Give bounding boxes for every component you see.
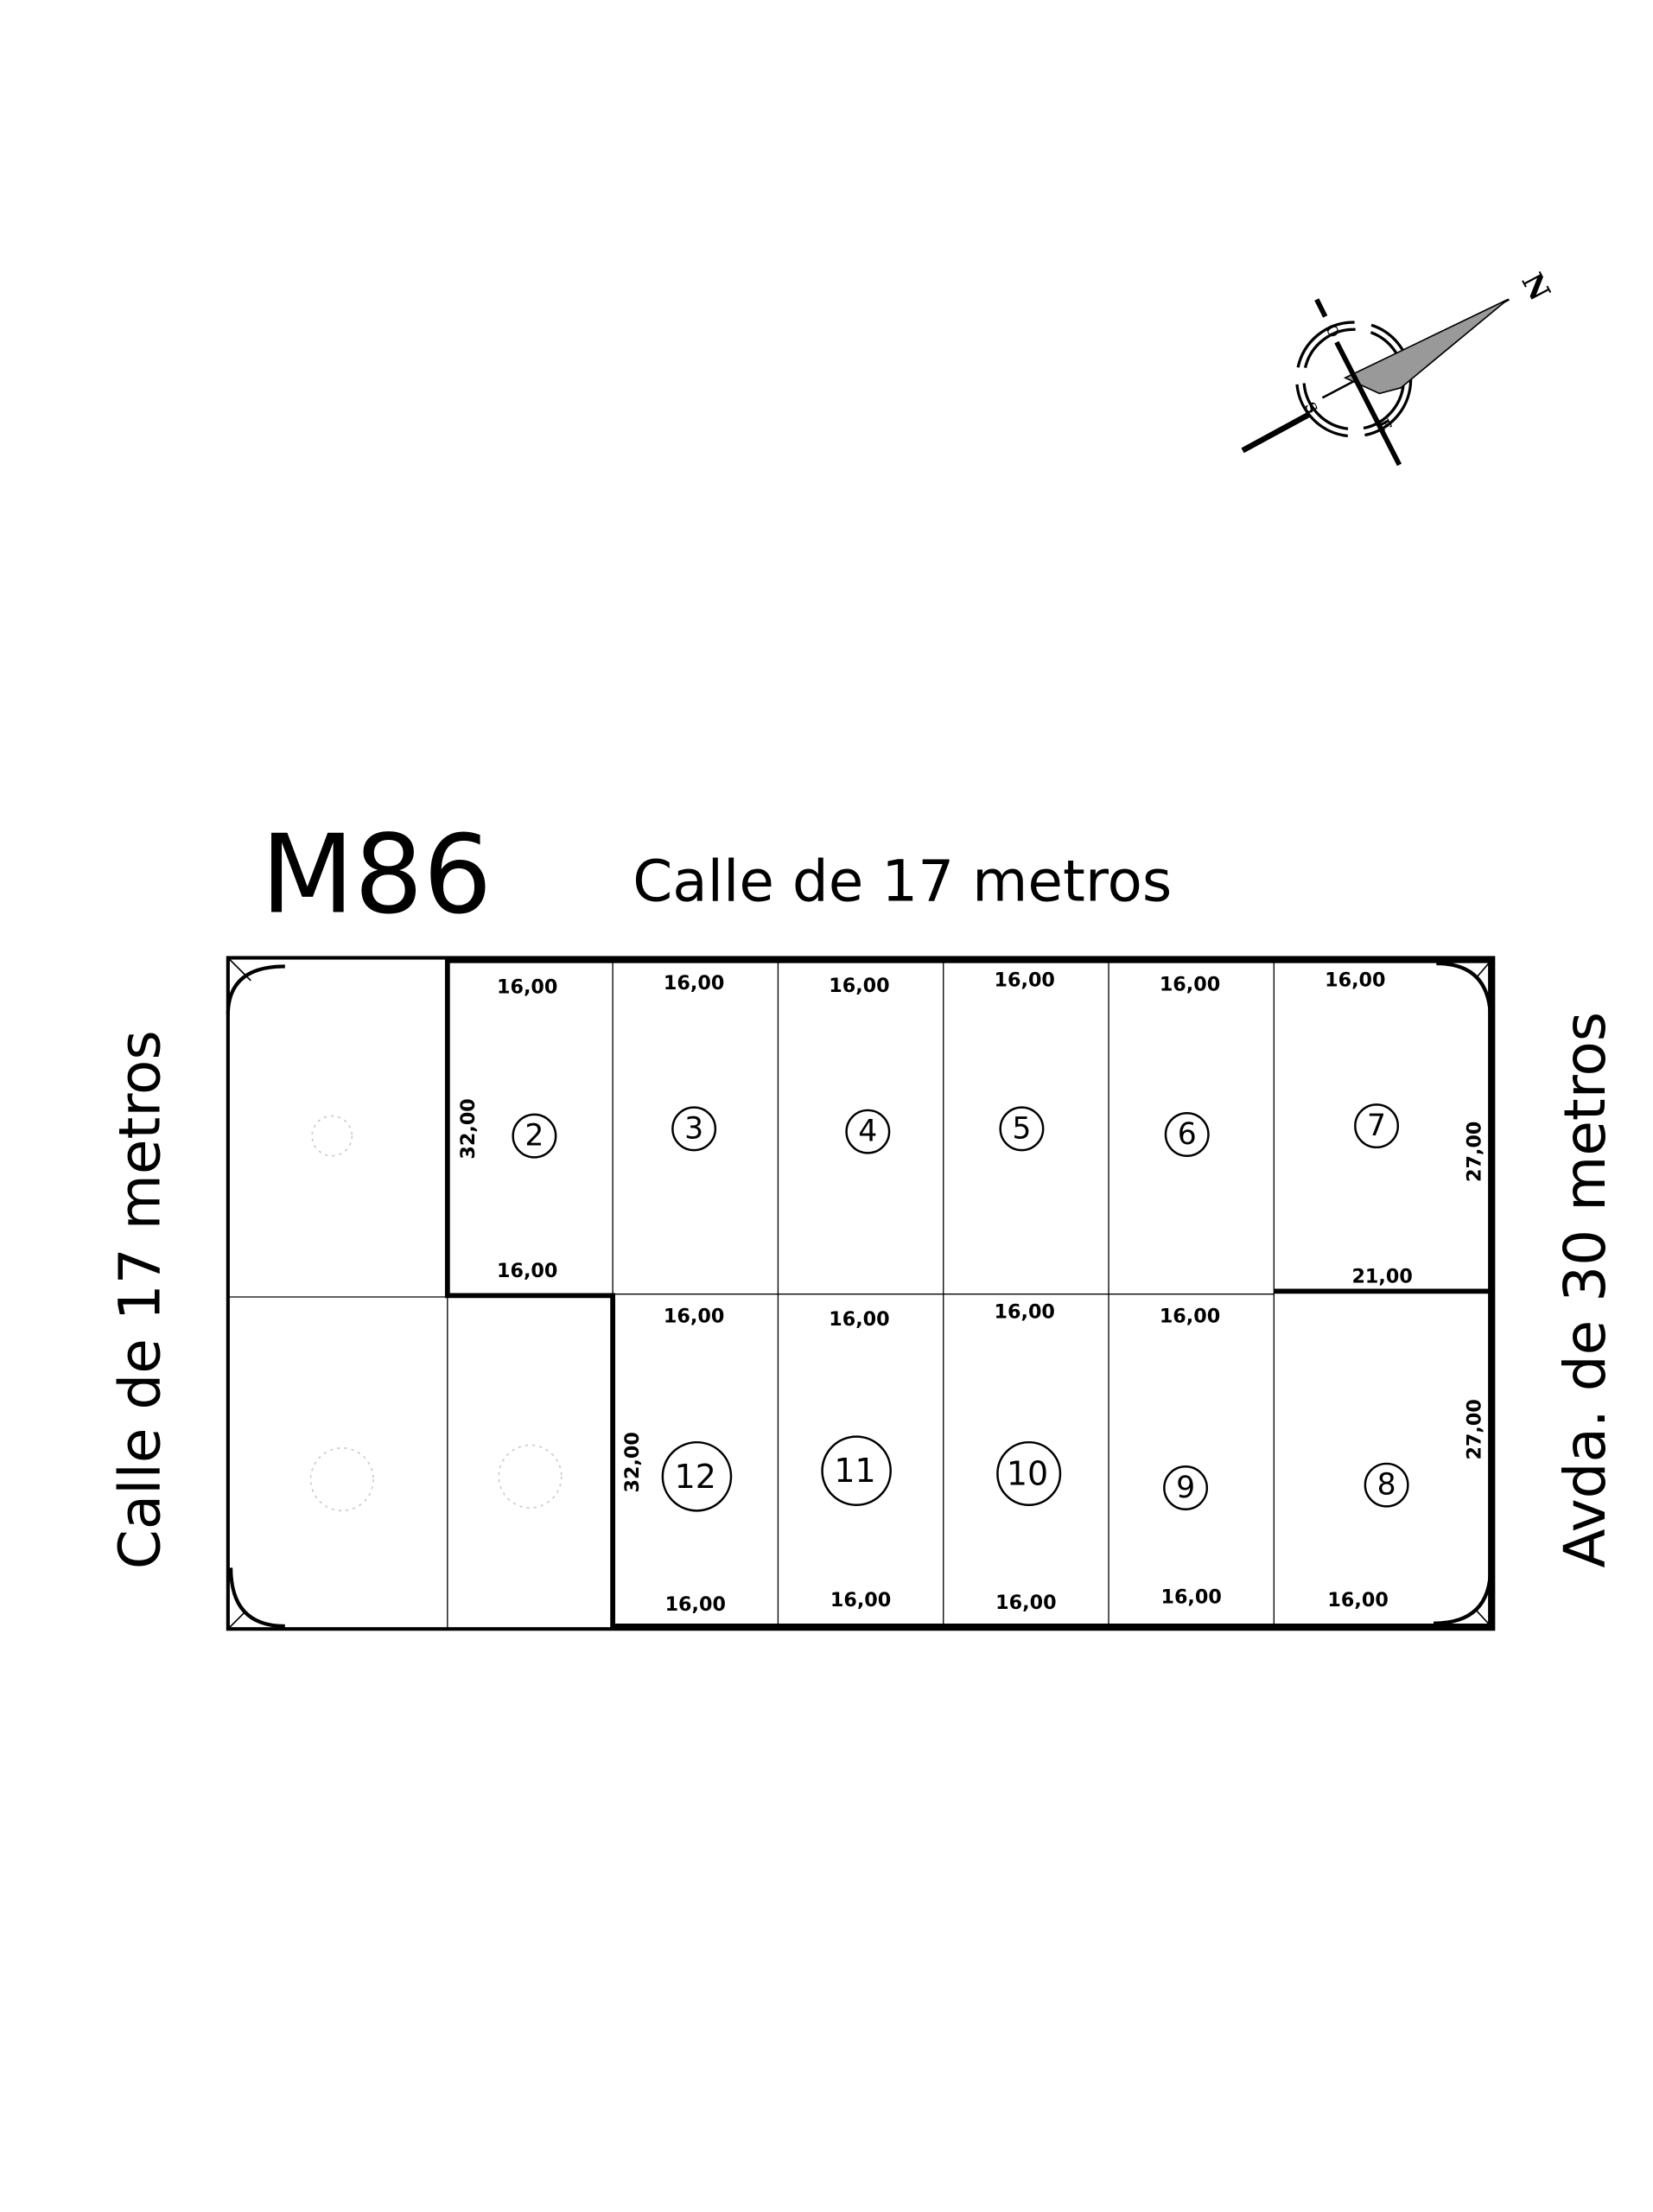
dimension-label: 16,00 <box>664 1306 724 1328</box>
dimension-label: 16,00 <box>1160 1586 1221 1609</box>
dimension-label: 27,00 <box>1463 1122 1485 1182</box>
block-title: M86 <box>261 812 493 938</box>
dimension-label: 16,00 <box>830 1589 891 1611</box>
dimension-label: 16,00 <box>497 976 557 999</box>
faint-lot-markers <box>309 1115 563 1512</box>
dimension-label: 32,00 <box>457 1098 480 1159</box>
block-outline <box>226 956 1496 1631</box>
dimension-label: 16,00 <box>829 1308 889 1331</box>
dimension-label: 16,00 <box>995 1301 1055 1324</box>
dimension-label: 16,00 <box>995 1592 1056 1614</box>
street-label-top: Calle de 17 metros <box>633 849 1172 915</box>
dimension-label: 16,00 <box>1160 973 1220 995</box>
lot-number[interactable]: 7 <box>1367 1109 1386 1143</box>
dimension-label: 27,00 <box>1463 1399 1485 1459</box>
lot-number[interactable]: 2 <box>525 1119 544 1154</box>
dimension-label: 16,00 <box>1327 1589 1388 1611</box>
lot-number[interactable]: 6 <box>1178 1117 1197 1152</box>
dimension-label: 16,00 <box>664 972 724 995</box>
lot-number[interactable]: 9 <box>1176 1471 1195 1505</box>
dimension-label: 21,00 <box>1351 1265 1412 1287</box>
lot-number[interactable]: 10 <box>1007 1454 1048 1492</box>
compass-rose-icon: N O S E <box>1241 267 1557 467</box>
lot-number[interactable]: 4 <box>858 1115 877 1149</box>
lot-markers <box>512 1103 1409 1512</box>
lot-number[interactable]: 5 <box>1012 1111 1031 1146</box>
street-label-left: Calle de 17 metros <box>107 1030 174 1569</box>
lot-dividers <box>227 960 1275 1630</box>
dimension-label: 16,00 <box>829 975 889 997</box>
dimension-label: 16,00 <box>995 969 1055 991</box>
lot-number[interactable]: 12 <box>675 1458 716 1496</box>
lot-number[interactable]: 8 <box>1377 1468 1396 1503</box>
dimension-label: 16,00 <box>1325 969 1385 991</box>
lot-number[interactable]: 11 <box>834 1452 875 1490</box>
dimension-label: 16,00 <box>497 1260 557 1282</box>
dimension-label: 16,00 <box>665 1593 726 1616</box>
street-label-right: Avda. de 30 metros <box>1552 1012 1618 1568</box>
parcel-boundary <box>444 957 1493 1629</box>
lot-number[interactable]: 3 <box>684 1111 703 1146</box>
compass-north-label: N <box>1515 267 1557 306</box>
dimension-label: 32,00 <box>621 1432 644 1492</box>
dimension-label: 16,00 <box>1160 1306 1220 1328</box>
